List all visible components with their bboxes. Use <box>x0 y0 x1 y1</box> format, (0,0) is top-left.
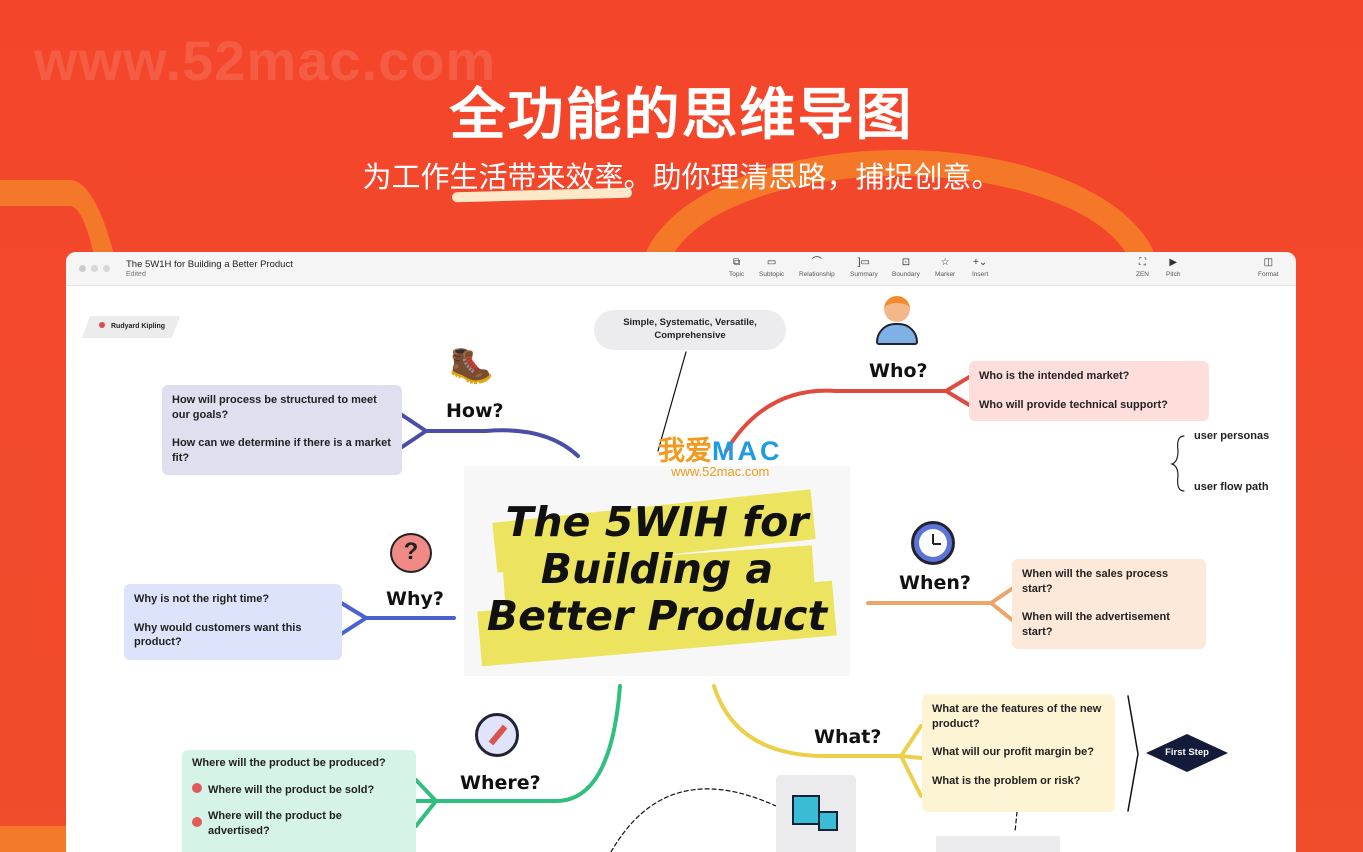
why-branch <box>336 599 456 638</box>
document-status: Edited <box>126 271 146 278</box>
plus-icon: +⌄ <box>973 257 988 268</box>
flag-marker-icon <box>192 817 202 827</box>
document-title: The 5W1H for Building a Better Product <box>126 259 293 270</box>
pitch-button[interactable]: ▶Pitch <box>1166 257 1181 278</box>
headline-rest: 的思维导图 <box>623 83 914 148</box>
why-topics[interactable]: Why is not the right time?Why would cust… <box>124 584 342 660</box>
boxes-image-node[interactable] <box>776 775 856 852</box>
star-marker-icon <box>192 782 202 793</box>
why-label[interactable]: Why? <box>386 588 444 610</box>
what-label[interactable]: What? <box>814 726 882 748</box>
play-icon: ▶ <box>1169 257 1178 268</box>
callout-arrow <box>657 351 687 452</box>
summary-brace-who <box>1170 435 1185 492</box>
star-icon: ☆ <box>940 257 950 268</box>
callout-note[interactable]: Simple, Systematic, Versatile, Comprehen… <box>594 310 786 350</box>
central-topic[interactable]: The 5WIH for Building a Better Product <box>464 466 850 676</box>
who-label[interactable]: Who? <box>869 360 928 382</box>
when-topics[interactable]: When will the sales process start?When w… <box>1012 559 1206 649</box>
compass-icon <box>475 713 519 757</box>
relationship-button[interactable]: ⌒Relationship <box>799 257 835 278</box>
where-branch <box>414 684 622 828</box>
what-topics[interactable]: What are the features of the new product… <box>922 694 1115 812</box>
topic-icon: ⧉ <box>733 257 741 268</box>
when-label[interactable]: When? <box>899 572 971 594</box>
cube-small-icon <box>818 811 838 831</box>
person-icon <box>872 296 922 346</box>
how-label[interactable]: How? <box>446 400 504 422</box>
author-label: Rudyard Kipling <box>99 322 165 330</box>
where-label[interactable]: Where? <box>460 772 541 794</box>
relationship-dashed <box>610 788 777 852</box>
who-branch <box>724 374 973 453</box>
marker-button[interactable]: ☆Marker <box>935 257 956 278</box>
mindmap-canvas[interactable]: Rudyard Kipling Simple, Systematic, Vers… <box>66 286 1296 852</box>
where-topics[interactable]: Where will the product be produced? Wher… <box>182 750 416 852</box>
boundary-icon: ⊡ <box>901 257 911 268</box>
watermark: www.52mac.com <box>34 29 497 92</box>
cube-icon <box>792 795 820 825</box>
author-dot-icon <box>99 322 105 328</box>
central-topic-text: The 5WIH for Building a Better Product <box>486 498 828 640</box>
what-dashed-arrow <box>1014 811 1018 833</box>
who-topics[interactable]: Who is the intended market?Who will prov… <box>969 361 1209 421</box>
insert-button[interactable]: +⌄Insert <box>972 257 989 278</box>
app-window: The 5W1H for Building a Better Product E… <box>66 252 1296 852</box>
format-button[interactable]: ◫Format <box>1258 257 1279 278</box>
subtopic-icon: ▭ <box>766 257 777 268</box>
topic-button[interactable]: ⧉Topic <box>729 257 745 278</box>
how-topics[interactable]: How will process be structured to meet o… <box>162 385 402 475</box>
zen-button[interactable]: ⛶ZEN <box>1136 257 1149 278</box>
relationship-icon: ⌒ <box>811 257 822 268</box>
minimize-button[interactable] <box>91 265 98 272</box>
hiker-icon: 🥾 <box>449 344 494 385</box>
zen-icon: ⛶ <box>1139 257 1146 268</box>
hidden-node-bottom[interactable] <box>936 836 1060 852</box>
title-bar: The 5W1H for Building a Better Product E… <box>66 252 1296 286</box>
subtitle: 为工作生活带来效率。助你理清思路，捕捉创意。 <box>362 160 1001 194</box>
summary-user-flow[interactable]: user flow path <box>1194 481 1269 493</box>
close-button[interactable] <box>79 265 86 272</box>
logo-watermark: 我爱MAC www.52mac.com <box>658 436 783 479</box>
boundary-button[interactable]: ⊡Boundary <box>892 257 920 278</box>
panel-icon: ◫ <box>1263 257 1274 268</box>
summary-button[interactable]: ]▭Summary <box>850 257 878 278</box>
summary-brace-what <box>1127 695 1139 812</box>
question-bubble-icon: ? <box>390 533 432 573</box>
headline: 全功能的思维导图 <box>0 70 1363 203</box>
summary-icon: ]▭ <box>857 257 871 268</box>
zoom-button[interactable] <box>103 265 110 272</box>
headline-highlight: 全功能 <box>449 83 624 148</box>
clock-icon <box>911 521 955 565</box>
summary-user-personas[interactable]: user personas <box>1194 430 1270 442</box>
when-branch <box>866 584 1018 625</box>
subtopic-button[interactable]: ▭Subtopic <box>759 257 785 278</box>
what-branch <box>712 684 923 798</box>
